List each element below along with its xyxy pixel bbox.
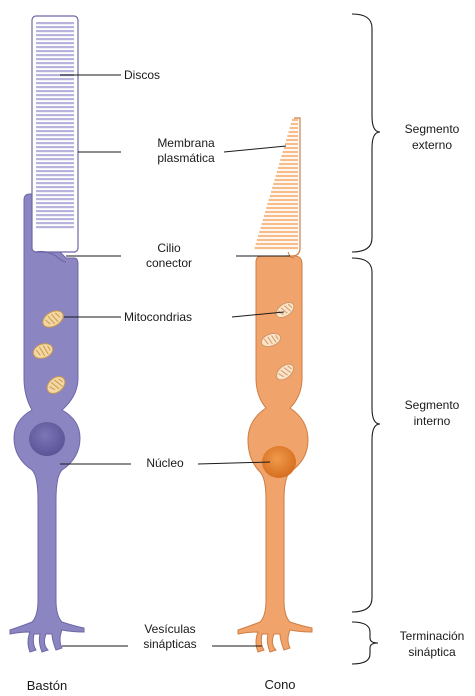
rod-disc	[36, 190, 74, 192]
rod-nucleus	[29, 422, 65, 456]
label-plasma-membrane-line1: Membrana	[157, 136, 215, 150]
label-cilium-line1: Cilio	[157, 241, 181, 255]
rod-disc	[36, 218, 74, 220]
brace-inner-segment	[352, 258, 380, 612]
label-inner-segment-line1: Segmento	[405, 398, 460, 412]
rod-disc	[36, 94, 74, 96]
rod-disc	[36, 226, 74, 228]
label-cone: Cono	[264, 677, 295, 692]
label-mitochondria: Mitocondrias	[124, 310, 192, 324]
rod-disc	[36, 46, 74, 48]
label-synaptic-terminal-line2: sináptica	[408, 645, 456, 659]
label-inner-segment-line2: interno	[414, 414, 451, 428]
rod-disc	[36, 214, 74, 216]
label-nucleus: Núcleo	[146, 456, 184, 470]
rod-disc	[36, 222, 74, 224]
rod-disc	[36, 86, 74, 88]
rod-disc	[36, 30, 74, 32]
rod-disc	[36, 158, 74, 160]
rod-disc	[36, 154, 74, 156]
label-vesicles-line1: Vesículas	[144, 622, 195, 636]
rod-disc	[36, 134, 74, 136]
label-synaptic-terminal-line1: Terminación	[400, 629, 465, 643]
rod-disc	[36, 66, 74, 68]
rod-disc	[36, 78, 74, 80]
rod-disc	[36, 110, 74, 112]
rod-disc	[36, 126, 74, 128]
label-discs: Discos	[124, 68, 160, 82]
rod-disc	[36, 166, 74, 168]
rod-disc	[36, 102, 74, 104]
rod-disc	[36, 210, 74, 212]
rod-disc	[36, 90, 74, 92]
rod-disc	[36, 162, 74, 164]
label-vesicles-line2: sinápticas	[143, 637, 196, 651]
rod-disc	[36, 122, 74, 124]
rod-disc	[36, 26, 74, 28]
rod-disc	[36, 54, 74, 56]
rod-disc	[36, 138, 74, 140]
rod-disc	[36, 42, 74, 44]
rod-disc	[36, 182, 74, 184]
cone-discs	[255, 120, 298, 248]
rod-disc	[36, 150, 74, 152]
cone-cell	[238, 118, 312, 652]
brace-synaptic-terminal	[352, 622, 378, 664]
rod-disc	[36, 118, 74, 120]
rod-disc	[36, 34, 74, 36]
rod-disc	[36, 82, 74, 84]
brace-outer-segment	[352, 14, 380, 252]
label-outer-segment-line2: externo	[412, 138, 452, 152]
rod-disc	[36, 194, 74, 196]
label-plasma-membrane-line2: plasmática	[157, 151, 215, 165]
rod-cell	[10, 16, 84, 652]
rod-disc	[36, 206, 74, 208]
rod-disc	[36, 170, 74, 172]
rod-disc	[36, 146, 74, 148]
rod-disc	[36, 202, 74, 204]
rod-disc	[36, 58, 74, 60]
rod-disc	[36, 50, 74, 52]
rod-disc	[36, 198, 74, 200]
rod-disc	[36, 98, 74, 100]
rod-disc	[36, 186, 74, 188]
rod-disc	[36, 106, 74, 108]
rod-disc	[36, 130, 74, 132]
rod-disc	[36, 114, 74, 116]
rod-disc	[36, 174, 74, 176]
rod-disc	[36, 142, 74, 144]
rod-disc	[36, 62, 74, 64]
label-outer-segment-line1: Segmento	[405, 122, 460, 136]
rod-disc	[36, 70, 74, 72]
label-cilium-line2: conector	[146, 256, 192, 270]
rod-disc	[36, 38, 74, 40]
label-rod: Bastón	[27, 678, 67, 693]
rod-disc	[36, 178, 74, 180]
rod-disc	[36, 22, 74, 24]
